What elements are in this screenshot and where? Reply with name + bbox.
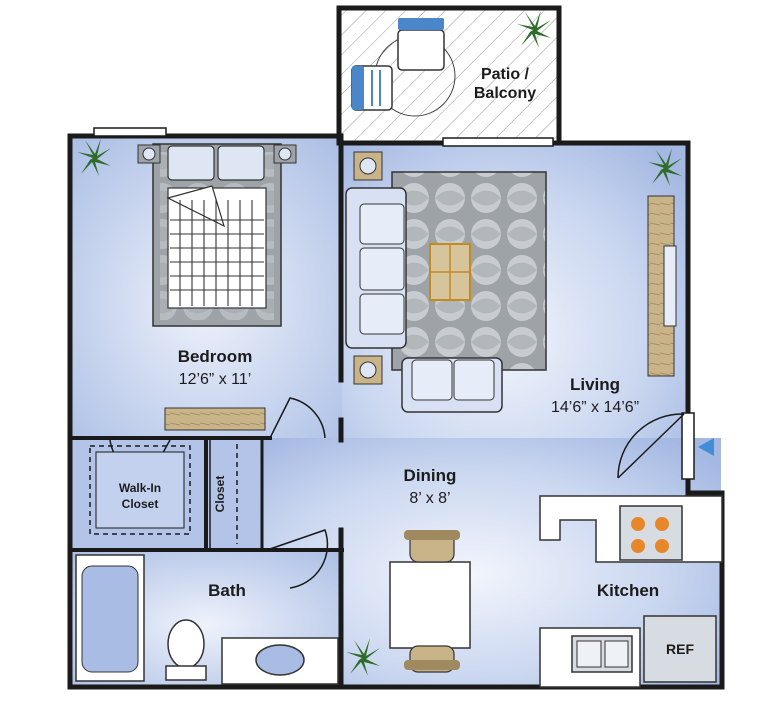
closet-floor — [206, 438, 262, 550]
walkin-closet-rod — [89, 445, 191, 535]
kitchen-sink — [571, 635, 633, 673]
refrigerator-label: REF — [666, 641, 694, 657]
bedroom-label: Bedroom — [178, 347, 253, 366]
patio-label-line1: Patio / — [481, 66, 530, 83]
lamp-icon — [137, 144, 297, 164]
dining-set — [389, 530, 471, 673]
bathtub — [75, 554, 145, 682]
dining-label: Dining — [404, 466, 457, 485]
living-dims: 14’6” x 14’6” — [551, 399, 639, 416]
refrigerator — [643, 615, 717, 683]
dining-dims: 8’ x 8’ — [409, 490, 450, 507]
bed — [152, 143, 282, 327]
plant-icon — [77, 10, 682, 676]
living-furniture — [345, 151, 547, 413]
bedroom-window — [93, 127, 167, 137]
patio-furniture — [351, 18, 456, 117]
toilet — [165, 619, 207, 681]
walkin-closet-label-line1: Walk-In — [119, 481, 161, 495]
entry-arrow-icon — [698, 438, 714, 456]
walkin-closet-label-line2: Closet — [122, 497, 159, 511]
bath-label: Bath — [208, 581, 246, 600]
patio-label-line2: Balcony — [474, 85, 536, 102]
tv-console — [647, 195, 677, 377]
patio-door — [442, 137, 554, 147]
living-label: Living — [570, 375, 620, 394]
stove — [619, 505, 683, 561]
entry-door-frame — [681, 412, 695, 480]
closet-label: Closet — [213, 476, 227, 513]
bath-vanity — [221, 637, 339, 685]
bedroom-dims: 12’6” x 11’ — [179, 371, 252, 388]
walkin-closet-inner — [95, 451, 185, 529]
kitchen-label: Kitchen — [597, 581, 659, 600]
dresser — [164, 407, 266, 431]
